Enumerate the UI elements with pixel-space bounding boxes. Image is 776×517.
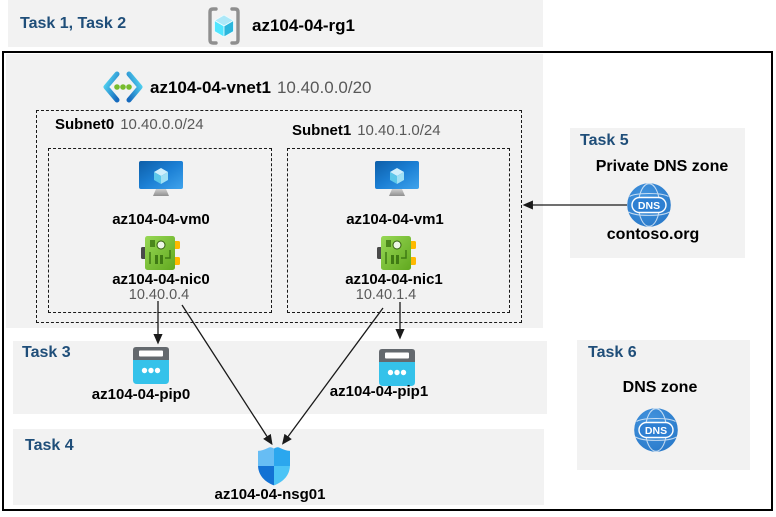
pip0-name: az104-04-pip0 <box>91 386 191 403</box>
task-1-2-label: Task 1, Task 2 <box>20 15 127 32</box>
subnet0-cidr: 10.40.0.0/24 <box>120 116 204 133</box>
nic0-icon <box>141 236 180 270</box>
resource-group-band <box>8 0 543 47</box>
subnet1-cidr: 10.40.1.0/24 <box>357 122 441 139</box>
dns-badge-text: DNS <box>638 200 660 212</box>
subnet0-boundary <box>48 148 272 313</box>
private-dns-zone-icon: DNS <box>627 183 671 227</box>
vm0-icon <box>139 161 183 196</box>
nsg-name: az104-04-nsg01 <box>214 486 326 503</box>
task5-label: Task 5 <box>580 132 629 149</box>
nsg-shield-icon <box>258 447 290 486</box>
subnet1-name: Subnet1 <box>292 122 352 139</box>
task3-panel <box>13 341 547 414</box>
private-dns-zone-name: contoso.org <box>606 226 700 243</box>
nic0-name: az104-04-nic0 <box>112 271 210 288</box>
subnet1-title: Subnet1 10.40.1.0/24 <box>292 122 441 140</box>
vm0-name: az104-04-vm0 <box>112 211 210 228</box>
subnet0-title: Subnet0 10.40.0.0/24 <box>55 116 204 134</box>
task4-label: Task 4 <box>25 437 74 454</box>
vm1-name: az104-04-vm1 <box>346 211 444 228</box>
nic1-name: az104-04-nic1 <box>345 271 443 288</box>
resource-group-name: az104-04-rg1 <box>252 16 356 35</box>
subnet0-name: Subnet0 <box>55 116 115 133</box>
dns-zone-title: DNS zone <box>622 379 698 396</box>
nic0-ip: 10.40.0.4 <box>128 287 190 303</box>
virtual-network-icon <box>103 71 143 103</box>
resource-group-boundary <box>2 51 773 511</box>
pip1-icon <box>379 349 415 386</box>
nic1-icon <box>377 236 416 270</box>
nic1-ip: 10.40.1.4 <box>355 287 417 303</box>
resource-group-icon <box>208 7 240 45</box>
pip1-name: az104-04-pip1 <box>329 383 429 400</box>
task3-label: Task 3 <box>22 344 71 361</box>
dns-zone-icon: DNS <box>634 408 678 452</box>
vnet-panel <box>6 54 543 328</box>
vnet-cidr: 10.40.0.0/20 <box>276 78 372 97</box>
vm1-icon <box>375 161 419 196</box>
task6-label: Task 6 <box>588 344 637 361</box>
vnet-title: az104-04-vnet1 10.40.0.0/20 <box>150 78 372 98</box>
private-dns-zone-title: Private DNS zone <box>595 158 729 175</box>
vnet-name: az104-04-vnet1 <box>150 78 271 97</box>
subnet1-boundary <box>287 148 510 313</box>
pip0-icon <box>133 347 169 384</box>
subnets-container-boundary <box>36 110 522 323</box>
dns-badge-text: DNS <box>645 425 667 437</box>
